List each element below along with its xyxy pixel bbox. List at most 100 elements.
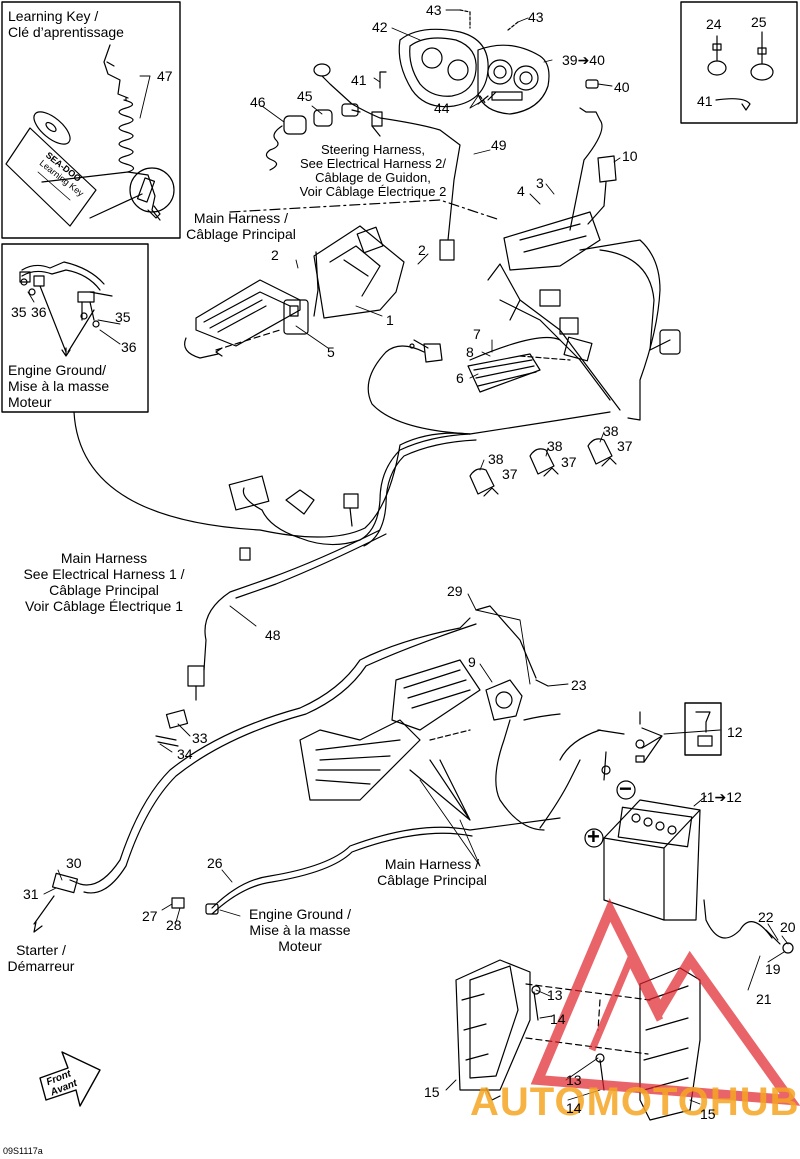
callout-39-40: 39➔40	[562, 52, 605, 68]
caption-line: Main Harness /	[193, 210, 289, 226]
caption-line: Moteur	[278, 938, 322, 954]
callout-27: 27	[142, 908, 158, 924]
solenoid-area-drawing	[299, 605, 601, 831]
caption-line: Démarreur	[7, 958, 75, 974]
callout-5: 5	[327, 344, 335, 360]
clamps-drawing	[707, 31, 774, 111]
main-harness-bottom-caption: Main Harness / Câblage Principal	[364, 856, 500, 888]
callout-36-right: 36	[121, 339, 137, 355]
caption-line: Main Harness	[60, 550, 148, 566]
callout-29: 29	[447, 583, 463, 599]
callout-37-mid: 37	[561, 454, 577, 470]
callout-10: 10	[622, 148, 638, 164]
callout-28: 28	[166, 917, 182, 933]
callout-37-left: 37	[502, 466, 518, 482]
engine-ground-inset-drawing	[19, 261, 113, 357]
caption-line: Câblage de Guidon,	[315, 170, 431, 185]
battery-minus-sign: −	[619, 776, 632, 801]
engine-ground-bottom-caption: Engine Ground / Mise à la masse Moteur	[236, 906, 364, 954]
callout-37-right: 37	[617, 438, 633, 454]
callout-13-top: 13	[547, 987, 563, 1003]
callout-40: 40	[614, 79, 630, 95]
callout-15-left: 15	[424, 1084, 440, 1100]
callout-31: 31	[23, 886, 39, 902]
learning-key-caption: Learning Key / Clé d’aprentissage	[8, 8, 124, 40]
callout-49: 49	[491, 137, 507, 153]
callout-45: 45	[297, 88, 313, 104]
callout-14-top: 14	[550, 1011, 566, 1027]
caption-line: Starter /	[16, 942, 66, 958]
engine-ground-inset-caption: Engine Ground/ Mise à la masse Moteur	[8, 362, 109, 410]
callout-15-right: 15	[700, 1106, 716, 1122]
callout-36-left: 36	[31, 304, 47, 320]
callout-38-left: 38	[488, 451, 504, 467]
callout-8: 8	[466, 344, 474, 360]
callout-24: 24	[706, 16, 722, 32]
callout-9: 9	[468, 654, 476, 670]
caption-line: Clé d’aprentissage	[8, 24, 124, 40]
callout-23: 23	[571, 677, 587, 693]
item-45-46-drawing	[265, 109, 333, 171]
callout-14-bottom: 14	[566, 1100, 582, 1116]
steering-harness-caption: Steering Harness, See Electrical Harness…	[298, 143, 448, 199]
callout-3: 3	[536, 175, 544, 191]
cable-clips-drawing	[469, 438, 617, 497]
callout-33: 33	[192, 730, 208, 746]
callout-4: 4	[517, 183, 525, 199]
callout-41-inset: 41	[697, 93, 713, 109]
callout-43-left: 43	[426, 2, 442, 18]
front-arrow	[39, 1051, 101, 1107]
callout-41: 41	[351, 72, 367, 88]
clamps-inset-frame	[680, 1, 798, 124]
leader-lines	[27, 9, 789, 1105]
caption-line: Câblage Principal	[186, 226, 296, 242]
engine-ground-inset-frame	[1, 243, 149, 413]
callout-30: 30	[66, 855, 82, 871]
caption-line: Moteur	[8, 394, 52, 410]
caption-line: See Electrical Harness 2/	[300, 156, 446, 171]
caption-line: Main Harness /	[384, 856, 480, 872]
callout-6: 6	[456, 370, 464, 386]
battery-plus-sign: +	[587, 824, 600, 849]
caption-line: Learning Key /	[8, 8, 99, 24]
callout-11-12: 11➔12	[700, 789, 742, 805]
callout-38-mid: 38	[547, 438, 563, 454]
caption-line: Câblage Principal	[49, 582, 159, 598]
steering-harness-drawing	[313, 63, 461, 261]
watermark-logo	[530, 898, 800, 1106]
caption-line: Mise à la masse	[249, 922, 351, 938]
ground-wire	[73, 411, 471, 538]
caption-line: Voir Câblage Électrique 1	[25, 598, 183, 614]
main-harness-left-caption: Main Harness See Electrical Harness 1 / …	[6, 550, 202, 614]
caption-line: Voir Câblage Électrique 2	[299, 184, 447, 199]
main-harness-body-drawing	[155, 433, 477, 747]
callout-35-right: 35	[115, 309, 131, 325]
caption-line: Engine Ground/	[8, 362, 107, 378]
caption-line: Steering Harness,	[320, 142, 426, 157]
starter-caption: Starter / Démarreur	[0, 942, 82, 974]
callout-46: 46	[250, 94, 266, 110]
callout-43-right: 43	[528, 9, 544, 25]
callout-25: 25	[751, 14, 767, 30]
callout-20: 20	[780, 919, 796, 935]
callout-48: 48	[265, 627, 281, 643]
caption-line: See Electrical Harness 1 /	[23, 566, 185, 582]
callout-42: 42	[372, 19, 388, 35]
battery-drawing	[584, 702, 794, 954]
callout-13-bottom: 13	[566, 1072, 582, 1088]
caption-line: Mise à la masse	[8, 378, 110, 394]
callout-19: 19	[765, 961, 781, 977]
callout-47: 47	[157, 68, 173, 84]
caption-line: Engine Ground /	[249, 906, 351, 922]
callout-22: 22	[758, 909, 774, 925]
module-group-drawing	[367, 155, 681, 435]
callout-1: 1	[386, 312, 394, 328]
main-harness-top-caption: Main Harness / Câblage Principal	[176, 210, 306, 242]
callout-21: 21	[756, 991, 772, 1007]
callout-12: 12	[727, 724, 743, 740]
callout-38-right: 38	[603, 423, 619, 439]
gauge-cluster-drawing	[398, 9, 603, 231]
callout-7: 7	[473, 326, 481, 342]
callout-34: 34	[177, 746, 193, 762]
